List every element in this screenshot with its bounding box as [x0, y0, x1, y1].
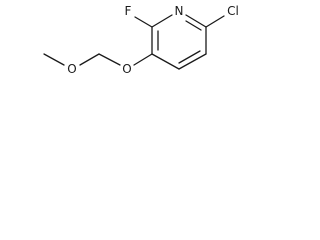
structure-diagram: N F Cl O O: [43, 4, 239, 76]
bond-n1-c6-inner: [185, 20, 202, 31]
bond-c3-o: [133, 53, 153, 66]
fluorine-label: F: [125, 4, 132, 18]
bond-n1-c6: [185, 14, 207, 28]
bond-ch2-o: [79, 53, 100, 66]
ring-oxygen-label: O: [122, 62, 131, 76]
bond-c2-f: [134, 16, 153, 28]
atom-labels: N F Cl O O: [67, 4, 239, 76]
nitrogen-label: N: [175, 4, 184, 18]
bond-c2-n1: [151, 14, 173, 28]
bond-c5-c4: [178, 53, 207, 70]
bonds: [43, 14, 225, 70]
bond-c4-c3: [151, 53, 180, 70]
bond-c6-cl: [205, 15, 225, 28]
bond-o-ch3: [43, 53, 65, 66]
ether-oxygen-label: O: [67, 62, 76, 76]
bond-c5-c4-inner: [178, 50, 201, 64]
bond-o-ch2: [98, 53, 121, 66]
chlorine-label: Cl: [227, 4, 239, 18]
